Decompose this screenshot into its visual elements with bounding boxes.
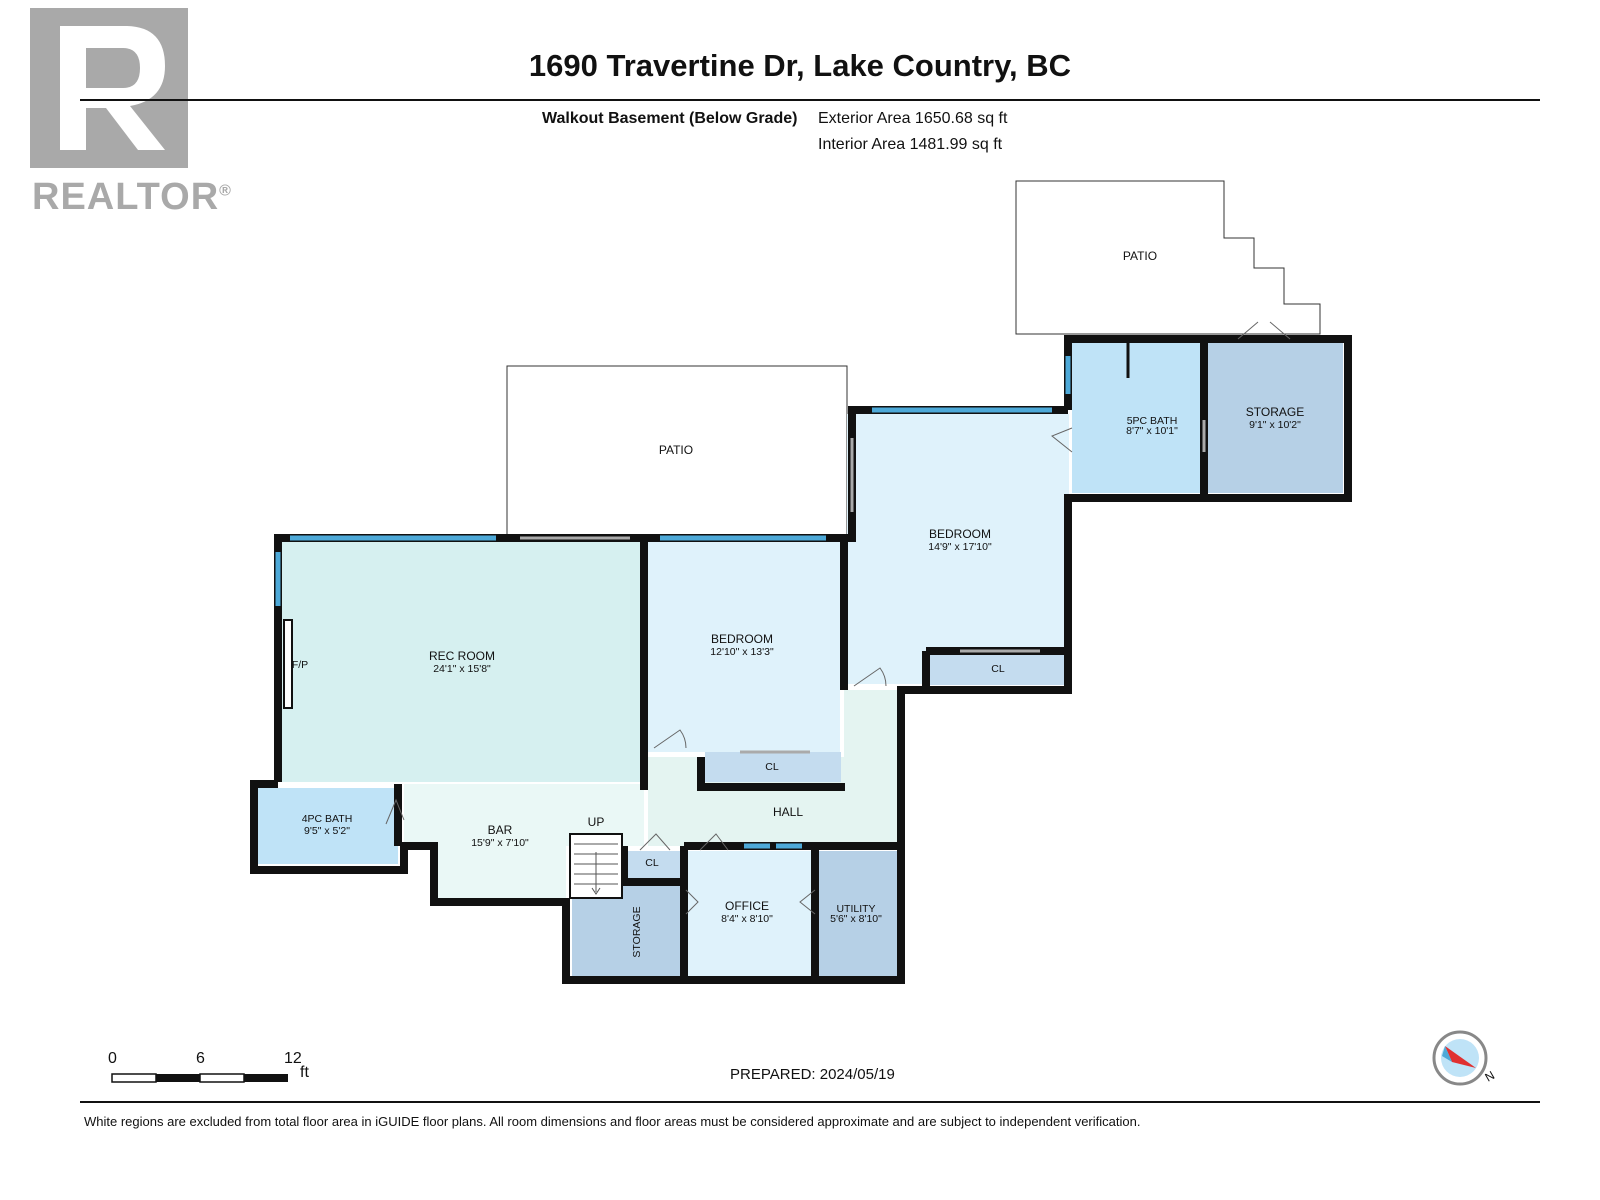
patio-top-outline bbox=[1015, 180, 1321, 335]
stairs-up-label: UP bbox=[588, 815, 605, 829]
storage-top-dim: 9'1" x 10'2" bbox=[1249, 419, 1301, 431]
fireplace-label: F/P bbox=[292, 659, 308, 671]
compass-north-label: N bbox=[1483, 1068, 1498, 1084]
cl-mid-label: CL bbox=[765, 761, 779, 773]
cl-small-fill bbox=[628, 851, 680, 881]
floor-name: Walkout Basement (Below Grade) bbox=[542, 110, 798, 127]
interior-area: Interior Area 1481.99 sq ft bbox=[818, 136, 1003, 153]
realtor-logo-mark bbox=[30, 8, 188, 168]
rec-room-fill bbox=[282, 542, 644, 782]
top-rule bbox=[80, 99, 1540, 101]
realtor-logo: REALTOR® bbox=[30, 8, 231, 218]
bath5-fill bbox=[1072, 343, 1200, 493]
utility-fill bbox=[818, 851, 897, 978]
storage-top-fill bbox=[1208, 343, 1343, 493]
office-label: OFFICE bbox=[725, 899, 769, 913]
cl-small-label: CL bbox=[645, 857, 659, 869]
prepared-date: PREPARED: 2024/05/19 bbox=[730, 1066, 895, 1083]
bath5-dim: 8'7" x 10'1" bbox=[1126, 425, 1178, 437]
exterior-area: Exterior Area 1650.68 sq ft bbox=[818, 110, 1008, 127]
storage-top-label: STORAGE bbox=[1246, 405, 1304, 419]
patio-mid-label: PATIO bbox=[659, 443, 693, 457]
patio-mid-outline bbox=[506, 365, 848, 539]
bath5-label: 5PC BATH bbox=[1127, 415, 1178, 427]
bath4-fill bbox=[258, 788, 398, 864]
utility-label: UTILITY bbox=[836, 903, 875, 915]
rec-room-dim: 24'1" x 15'8" bbox=[433, 663, 491, 675]
page-title: 1690 Travertine Dr, Lake Country, BC bbox=[528, 48, 1072, 83]
fireplace bbox=[283, 619, 293, 709]
scale-bar bbox=[111, 1073, 288, 1083]
bedroom-right-label: BEDROOM bbox=[929, 527, 991, 541]
cl-right-label: CL bbox=[991, 663, 1005, 675]
compass-icon bbox=[1432, 1030, 1488, 1086]
cl-mid-fill bbox=[705, 752, 841, 782]
patio-top-label: PATIO bbox=[1123, 249, 1157, 263]
bedroom-mid-dim: 12'10" x 13'3" bbox=[710, 646, 774, 658]
storage-bottom-fill bbox=[572, 886, 680, 978]
bedroom-right-fill bbox=[847, 414, 1069, 684]
realtor-word: REALTOR bbox=[32, 176, 220, 218]
cl-right-fill bbox=[930, 651, 1067, 685]
bar-fill bbox=[404, 784, 644, 898]
bar-label: BAR bbox=[488, 823, 513, 837]
utility-dim: 5'6" x 8'10" bbox=[830, 913, 882, 925]
thin-walls bbox=[1126, 343, 1130, 378]
scale-tick-12: 12 bbox=[284, 1050, 302, 1067]
scale-tick-6: 6 bbox=[196, 1050, 205, 1067]
sliding-doors bbox=[520, 420, 1206, 754]
scale-unit: ft bbox=[300, 1064, 309, 1081]
bath4-label: 4PC BATH bbox=[302, 813, 353, 825]
bedroom-mid-fill bbox=[648, 542, 840, 752]
rec-room-label: REC ROOM bbox=[429, 649, 495, 663]
footnote: White regions are excluded from total fl… bbox=[84, 1114, 1141, 1129]
bedroom-mid-label: BEDROOM bbox=[711, 632, 773, 646]
realtor-logo-text: REALTOR® bbox=[32, 176, 232, 219]
registered-mark: ® bbox=[219, 182, 232, 200]
stairs bbox=[569, 833, 623, 899]
office-dim: 8'4" x 8'10" bbox=[721, 913, 773, 925]
door-swings bbox=[385, 321, 1291, 915]
office-fill bbox=[686, 851, 812, 978]
bar-dim: 15'9" x 7'10" bbox=[471, 837, 529, 849]
bath4-dim: 9'5" x 5'2" bbox=[304, 825, 350, 837]
bedroom-right-dim: 14'9" x 17'10" bbox=[928, 541, 992, 553]
scale-tick-0: 0 bbox=[108, 1050, 117, 1067]
hall-label: HALL bbox=[773, 805, 803, 819]
storage-bottom-label: STORAGE bbox=[631, 906, 643, 957]
windows bbox=[275, 356, 1071, 849]
bottom-rule bbox=[80, 1101, 1540, 1103]
